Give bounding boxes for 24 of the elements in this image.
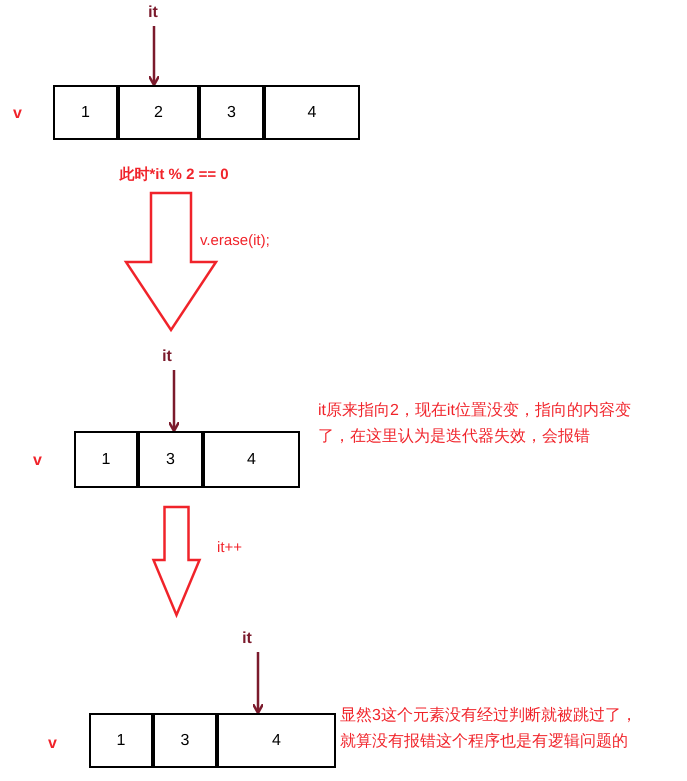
- condition-label: 此时*it % 2 == 0: [98, 163, 250, 187]
- note-text: it原来指向2，现在it位置没变，指向的内容变了，在这里认为是迭代器失效，会报错: [318, 400, 632, 447]
- array-cell: 1: [89, 713, 153, 768]
- pointer-arrow: [148, 26, 160, 86]
- array-cell: 1: [74, 431, 138, 488]
- vector-name: v: [33, 451, 43, 471]
- iterator-label: it: [140, 2, 166, 24]
- array-cell: 3: [199, 85, 264, 140]
- array-cell: 4: [264, 85, 360, 140]
- array-cell: 2: [118, 85, 199, 140]
- vector-name: v: [13, 104, 23, 124]
- iterator-label: it: [156, 346, 178, 368]
- pointer-arrow: [252, 652, 264, 714]
- pointer-arrow: [168, 370, 180, 432]
- vector-name: v: [48, 734, 58, 754]
- hollow-arrow: [152, 506, 202, 618]
- note-text: 显然3这个元素没有经过判断就被跳过了，就算没有报错这个程序也是有逻辑问题的: [340, 706, 638, 752]
- array-cell: 3: [153, 713, 217, 768]
- iterator-label: it: [236, 628, 258, 650]
- array-cell: 4: [203, 431, 300, 488]
- hollow-arrow: [124, 192, 218, 332]
- array-cell: 1: [53, 85, 118, 140]
- array-cell: 3: [138, 431, 203, 488]
- array-cell: 4: [217, 713, 336, 768]
